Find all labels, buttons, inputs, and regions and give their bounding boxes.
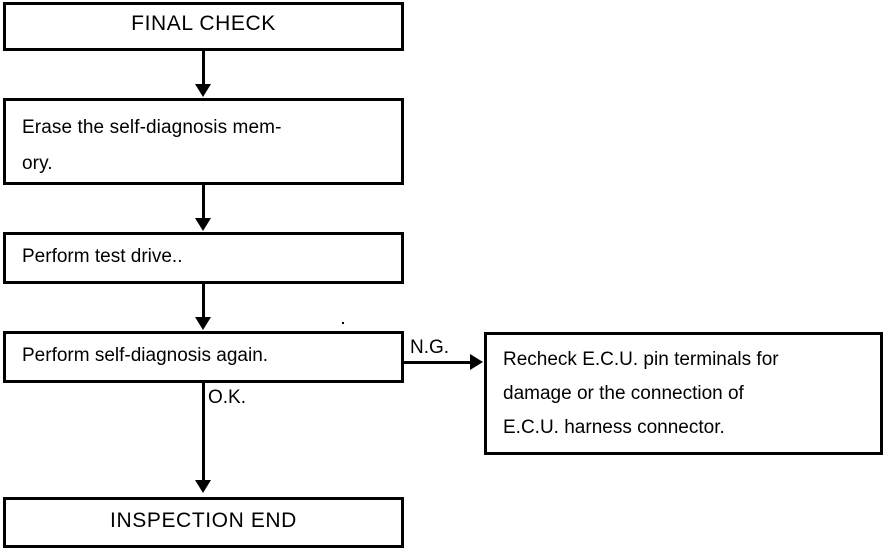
arrowhead-right-icon — [470, 354, 483, 370]
connector-self-diagnosis-to-recheck-ecu — [404, 361, 474, 364]
node-recheck-ecu-label: Recheck E.C.U. pin terminals for damage … — [503, 349, 779, 438]
connector-self-diagnosis-to-inspection-end — [202, 383, 205, 481]
node-erase-memory: Erase the self-diagnosis mem- ory. — [3, 98, 404, 185]
edge-label-ok: O.K. — [208, 387, 247, 408]
arrowhead-down-icon — [195, 218, 211, 231]
node-erase-memory-label: Erase the self-diagnosis mem- ory. — [22, 117, 282, 174]
node-final-check-label: FINAL CHECK — [131, 12, 276, 35]
node-final-check: FINAL CHECK — [3, 2, 404, 51]
scan-artifact-speck — [342, 322, 344, 324]
connector-test-drive-to-self-diagnosis — [202, 284, 205, 318]
node-test-drive-label: Perform test drive.. — [22, 246, 183, 267]
edge-label-ng: N.G. — [410, 337, 450, 358]
node-self-diagnosis-label: Perform self-diagnosis again. — [22, 345, 269, 366]
node-inspection-end: INSPECTION END — [3, 497, 404, 548]
node-recheck-ecu: Recheck E.C.U. pin terminals for damage … — [484, 332, 883, 455]
arrowhead-down-icon — [195, 84, 211, 97]
node-self-diagnosis: Perform self-diagnosis again. — [3, 331, 404, 383]
arrowhead-down-icon — [195, 480, 211, 493]
connector-final-check-to-erase-memory — [202, 51, 205, 85]
connector-erase-memory-to-test-drive — [202, 185, 205, 219]
node-inspection-end-label: INSPECTION END — [110, 509, 297, 532]
arrowhead-down-icon — [195, 317, 211, 330]
node-test-drive: Perform test drive.. — [3, 232, 404, 284]
